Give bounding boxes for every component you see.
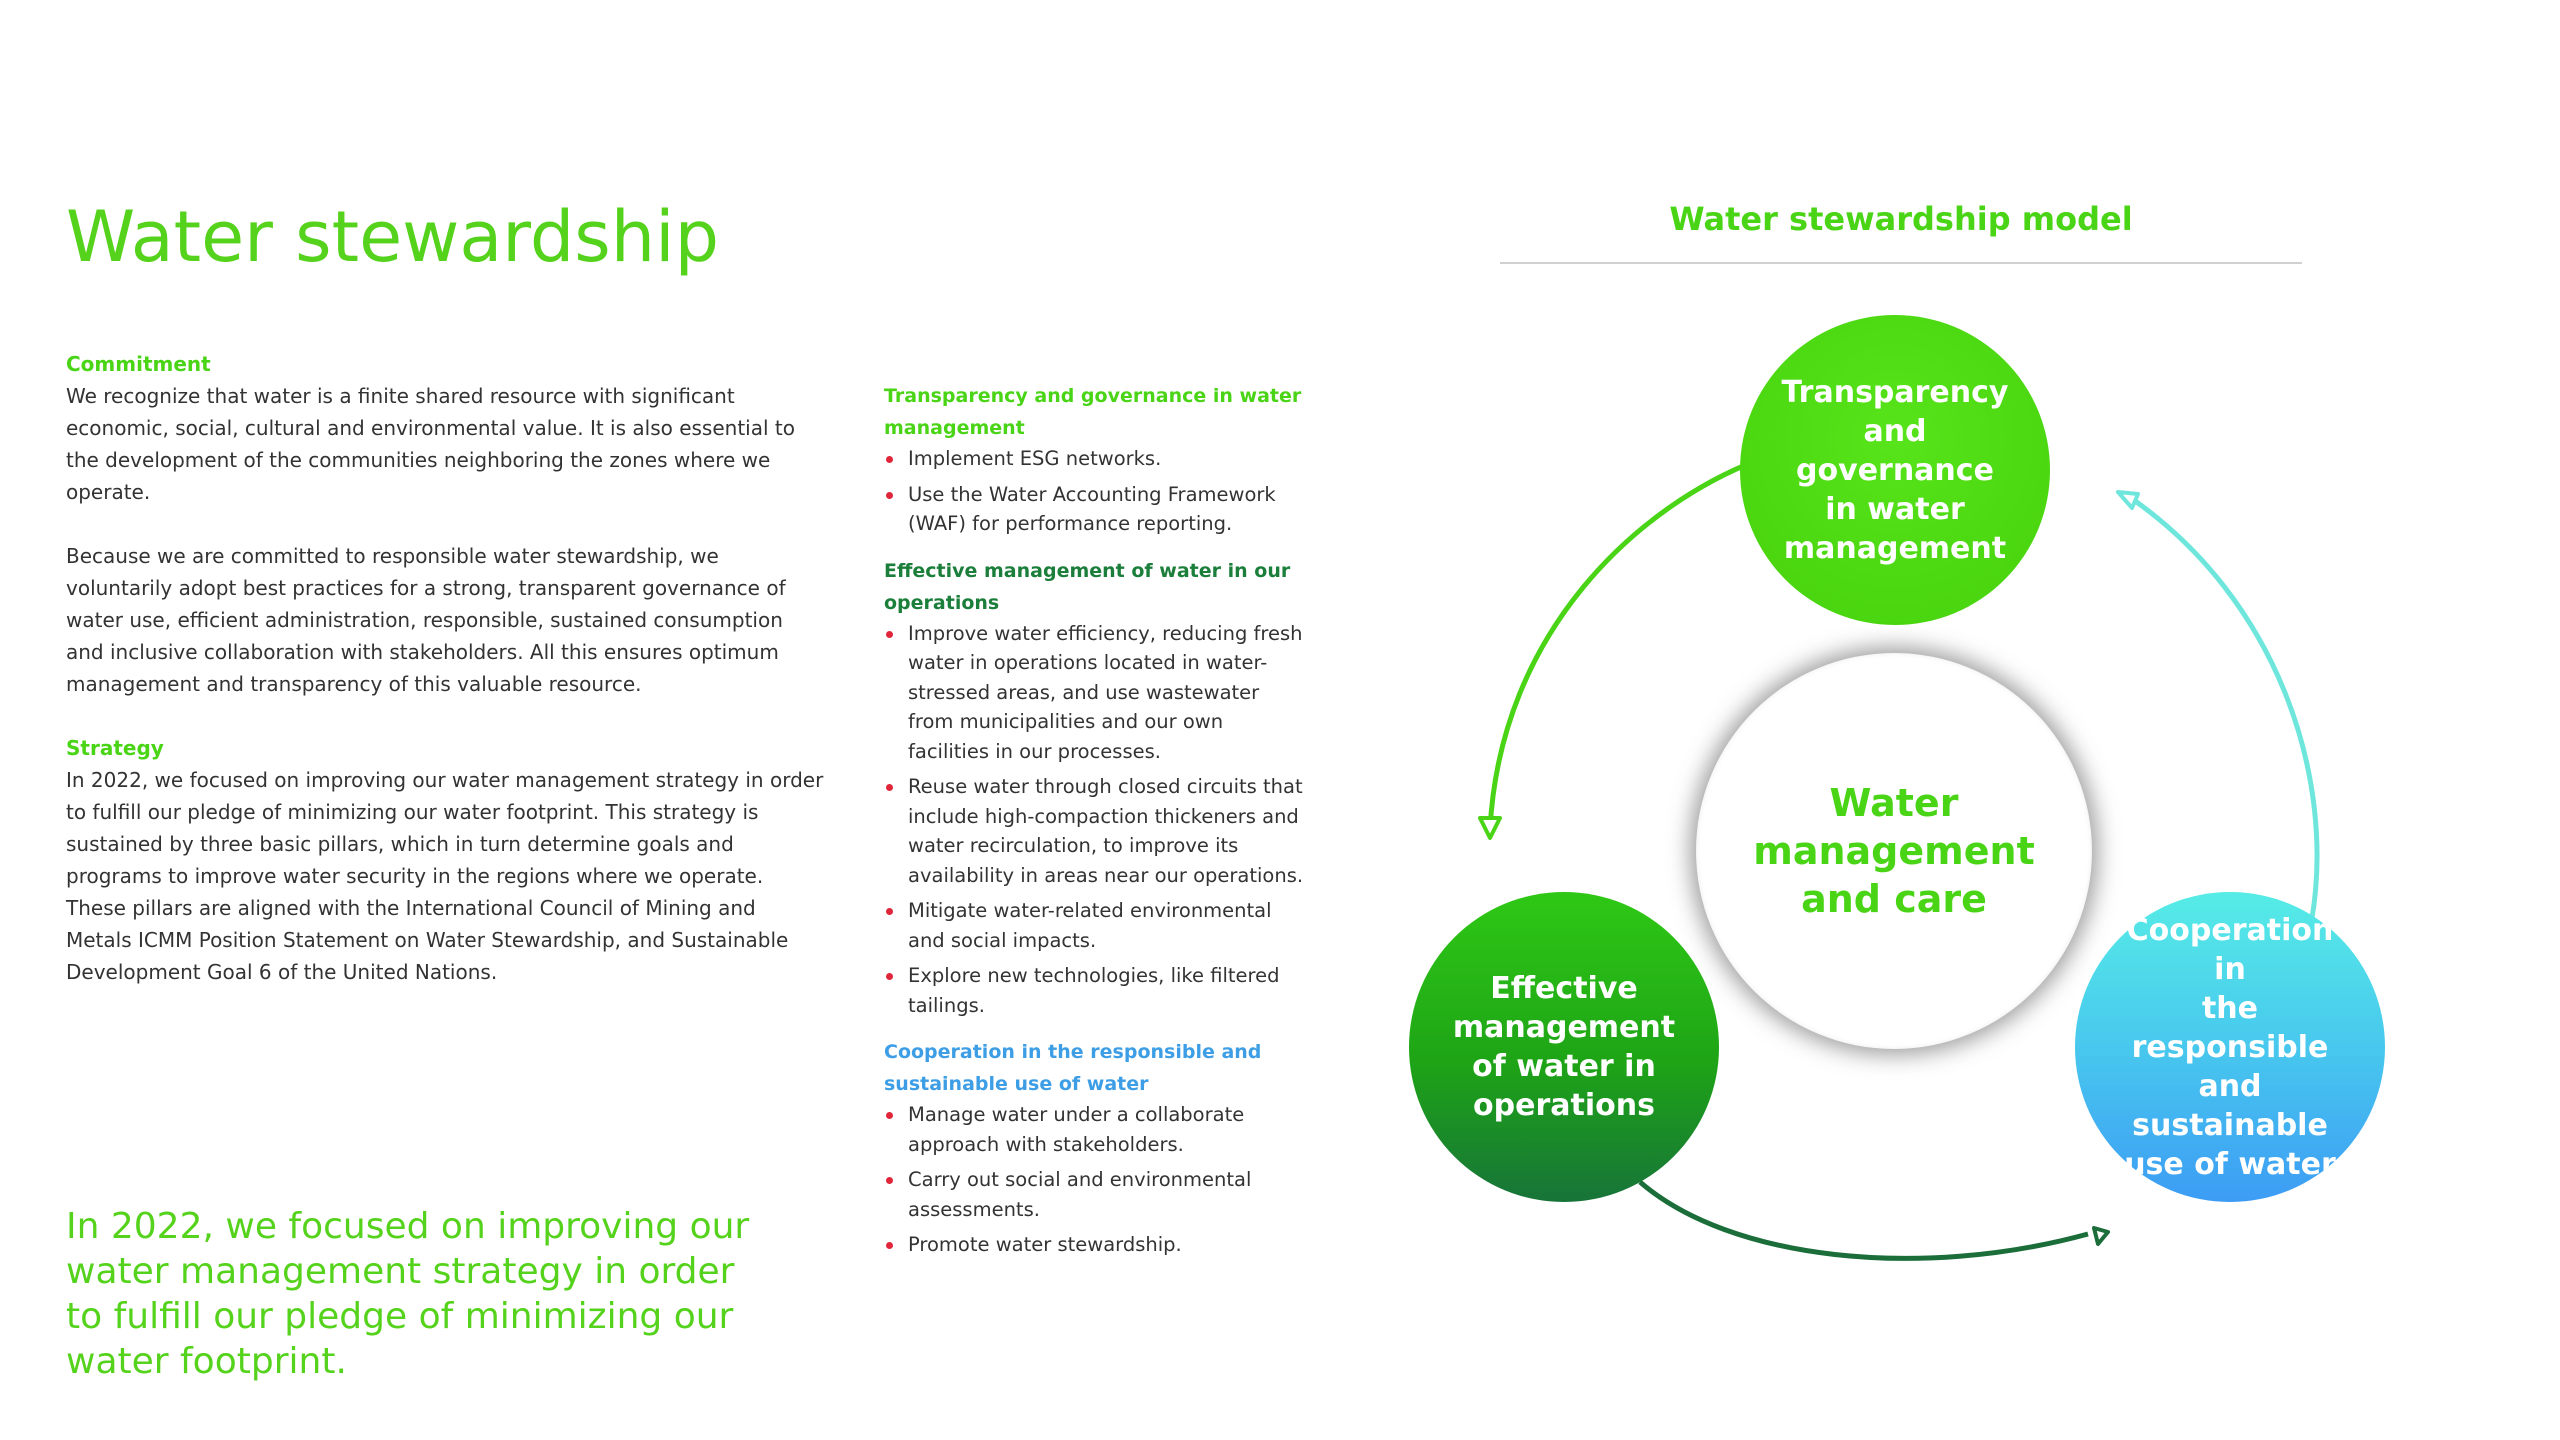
list-item: Mitigate water-related environmental and… xyxy=(884,896,1304,955)
bullet-icon xyxy=(886,1242,893,1249)
circle-label-line: management xyxy=(1753,829,2035,873)
list-item-text: Implement ESG networks. xyxy=(908,447,1162,470)
strategy-heading: Strategy xyxy=(66,736,164,760)
pillar-heading-cooperation: Cooperation in the responsible and susta… xyxy=(884,1041,1262,1095)
pillar-list-transparency: Implement ESG networks. Use the Water Ac… xyxy=(884,444,1304,539)
list-item: Reuse water through closed circuits that… xyxy=(884,772,1304,890)
list-item-text: Improve water efficiency, reducing fresh… xyxy=(908,621,1303,763)
bullet-icon xyxy=(886,456,893,463)
list-item-text: Reuse water through closed circuits that… xyxy=(908,775,1304,887)
pillar-heading-transparency: Transparency and governance in water man… xyxy=(884,385,1302,439)
arrow-cooperation-to-transparency xyxy=(2126,493,2320,919)
circle-label-line: management xyxy=(1452,1010,1676,1045)
bullet-icon xyxy=(886,630,893,638)
circle-label-line: Water xyxy=(1829,781,1959,825)
pillar-circle-transparency: Transparency and governance in water man… xyxy=(1740,315,2050,625)
circle-label-line: operations xyxy=(1473,1088,1655,1123)
arrow-effective-to-cooperation xyxy=(1638,1180,2089,1261)
arrow-transparency-to-effective xyxy=(1487,457,1759,831)
pillar-circle-effective-management: Effective management of water in operati… xyxy=(1409,892,1719,1202)
strategy-paragraph: In 2022, we focused on improving our wat… xyxy=(66,768,824,984)
list-item-text: Explore new technologies, like filtered … xyxy=(908,964,1280,1017)
circle-label-line: Cooperation in xyxy=(2126,912,2334,987)
circle-label-line: management xyxy=(1783,530,2007,566)
pillar-heading-effective-management: Effective management of water in our ope… xyxy=(884,559,1291,614)
list-item-text: Promote water stewardship. xyxy=(908,1233,1182,1256)
list-item: Manage water under a collaborate approac… xyxy=(884,1100,1304,1159)
bullet-icon xyxy=(886,973,893,980)
list-item: Carry out social and environmental asses… xyxy=(884,1165,1304,1224)
pillars-column: Transparency and governance in water man… xyxy=(884,380,1304,1276)
pull-quote: In 2022, we focused on improving our wat… xyxy=(66,1206,750,1382)
commitment-heading: Commitment xyxy=(66,352,211,376)
circle-label-line: Effective xyxy=(1490,971,1638,1006)
bullet-icon xyxy=(886,1177,893,1184)
list-item-text: Mitigate water-related environmental and… xyxy=(908,899,1272,952)
circle-label-line: Transparency xyxy=(1781,374,2009,410)
bullet-icon xyxy=(886,784,893,791)
list-item: Explore new technologies, like filtered … xyxy=(884,961,1304,1020)
circle-label-line: and sustainable xyxy=(2132,1068,2328,1143)
left-column: Commitment We recognize that water is a … xyxy=(66,348,826,1020)
bullet-icon xyxy=(886,491,893,499)
pillar-list-cooperation: Manage water under a collaborate approac… xyxy=(884,1100,1304,1260)
arrowhead-right-icon xyxy=(2116,490,2140,510)
list-item-text: Use the Water Accounting Framework (WAF)… xyxy=(908,482,1276,536)
model-title: Water stewardship model xyxy=(1669,200,2133,238)
circle-label-line: and governance xyxy=(1796,413,1994,488)
circle-label-line: of water in xyxy=(1472,1049,1656,1084)
circle-label-line: and care xyxy=(1801,877,1987,921)
pillar-list-effective-management: Improve water efficiency, reducing fresh… xyxy=(884,619,1304,1021)
circle-label-line: in water xyxy=(1825,491,1965,527)
list-item: Use the Water Accounting Framework (WAF)… xyxy=(884,480,1304,539)
list-item: Improve water efficiency, reducing fresh… xyxy=(884,619,1304,767)
commitment-paragraph-2: Because we are committed to responsible … xyxy=(66,544,786,696)
circle-label-line: use of water xyxy=(2124,1146,2336,1182)
center-circle-water-management: Water management and care xyxy=(1696,653,2092,1049)
circle-label-line: the responsible xyxy=(2131,990,2329,1065)
pillar-circle-cooperation: Cooperation in the responsible and susta… xyxy=(2075,892,2385,1202)
list-item-text: Carry out social and environmental asses… xyxy=(908,1168,1252,1221)
bullet-icon xyxy=(886,1112,893,1119)
commitment-paragraph-1: We recognize that water is a finite shar… xyxy=(66,384,795,504)
list-item: Implement ESG networks. xyxy=(884,444,1304,474)
model-divider xyxy=(1500,262,2302,264)
list-item-text: Manage water under a collaborate approac… xyxy=(908,1103,1245,1156)
page-title: Water stewardship xyxy=(66,196,720,278)
cycle-arrows xyxy=(1478,457,2320,1261)
arrowhead-bottom-icon xyxy=(2092,1226,2110,1246)
stewardship-model-diagram: Transparency and governance in water man… xyxy=(1400,300,2400,1300)
arrowhead-left-icon xyxy=(1478,816,1502,840)
list-item: Promote water stewardship. xyxy=(884,1230,1304,1260)
bullet-icon xyxy=(886,908,893,915)
